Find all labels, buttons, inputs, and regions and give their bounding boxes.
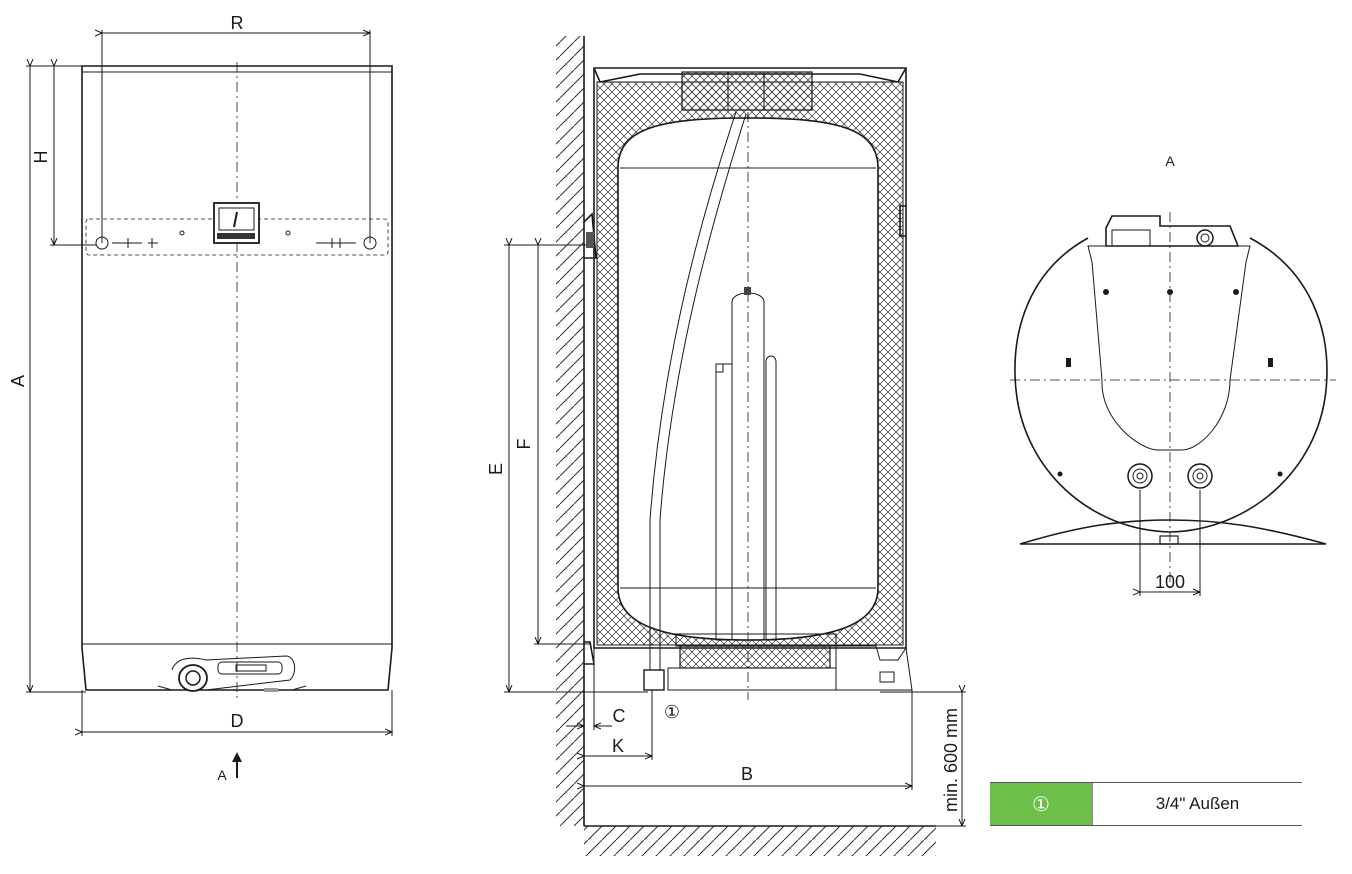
- dim-A-label: A: [8, 375, 28, 387]
- side-view: E F C K ① B min. 600 mm: [486, 36, 966, 856]
- dim-B-label: B: [741, 764, 753, 784]
- spacing-label: 100: [1155, 572, 1185, 592]
- dim-H-label: H: [31, 151, 51, 164]
- legend-text: 3/4" Außen: [1092, 783, 1302, 825]
- connection-marker: ①: [664, 702, 680, 722]
- dim-E-label: E: [486, 463, 506, 475]
- front-body-outline: [81, 65, 393, 691]
- legend-symbol: ①: [990, 783, 1092, 825]
- bottom-view-title: A: [1165, 153, 1175, 169]
- clearance-label: min. 600 mm: [941, 708, 961, 812]
- legend-table: ① 3/4" Außen: [990, 782, 1302, 826]
- floor-hatch: [584, 826, 936, 856]
- dim-R-label: R: [231, 13, 244, 33]
- bottom-view: A 100: [1010, 153, 1336, 596]
- temperature-knob: [178, 664, 208, 692]
- front-view: R H A D A: [8, 13, 392, 783]
- pipe-connections: [1127, 463, 1213, 489]
- dim-K-label: K: [612, 736, 624, 756]
- dim-F-label: F: [514, 439, 534, 450]
- view-arrow-label: A: [217, 767, 227, 783]
- dim-D-label: D: [231, 711, 244, 731]
- dim-C-label: C: [613, 706, 626, 726]
- wall-hatch: [556, 36, 584, 826]
